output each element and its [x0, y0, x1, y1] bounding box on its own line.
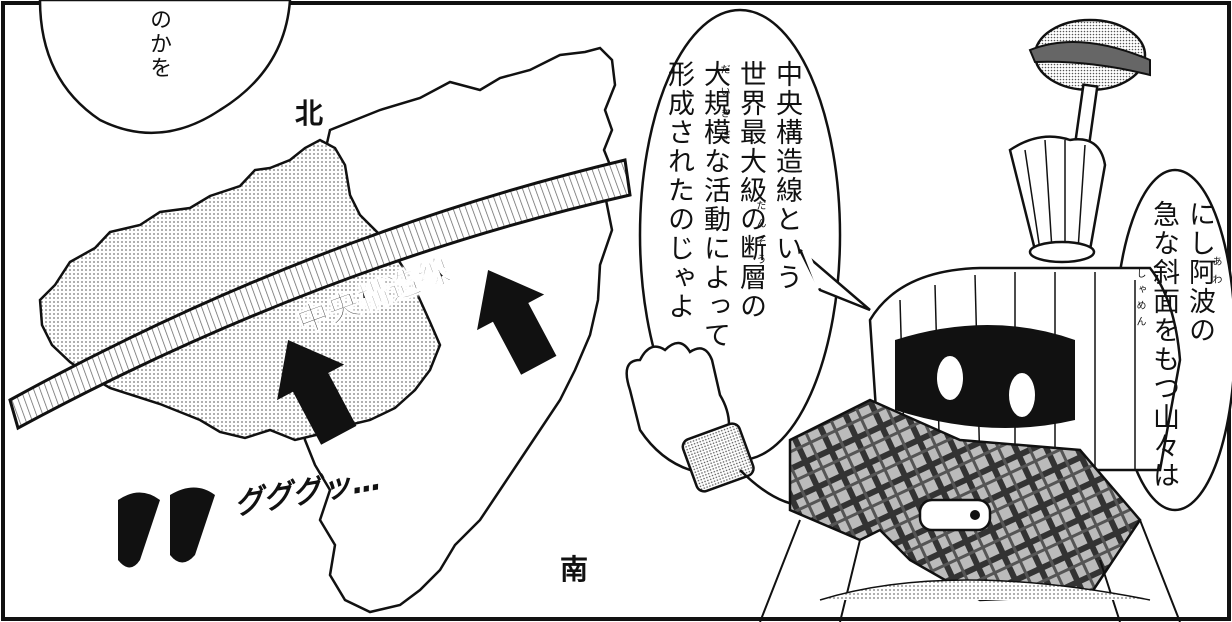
sound-effect-graphic [118, 487, 215, 568]
map-label-north: 北 [295, 97, 324, 130]
fault-band [8, 158, 632, 431]
speech-text-right-line2: 急な斜面をもつ山々は [1148, 200, 1179, 490]
speech-bubble-top-left [38, 0, 292, 135]
map-label-south: 南 [560, 553, 589, 586]
arrow-right [477, 269, 557, 375]
speech-bubble-center [638, 8, 871, 462]
ruby-daikibo: だいきぼ [718, 64, 729, 152]
glove-hand [625, 341, 831, 507]
speech-text-center-line1: 中央構造線という [771, 60, 802, 292]
ruby-dansou: だんそう [754, 200, 765, 272]
speech-text-center-line3: 大規模な活動によって [699, 60, 730, 350]
speech-text-center-line4: 形成されたのじゃよ [663, 60, 694, 321]
ruby-awa: あわ [1210, 256, 1221, 292]
speech-text-top-left: のかを [146, 8, 171, 80]
ruby-shamen: しゃめん [1134, 268, 1145, 332]
speech-text-right-line1: にし阿波の [1184, 200, 1215, 345]
character-illustration [759, 18, 1182, 622]
speech-text-center-line2: 世界最大級の断層の [735, 60, 766, 321]
arrow-left [277, 339, 357, 445]
